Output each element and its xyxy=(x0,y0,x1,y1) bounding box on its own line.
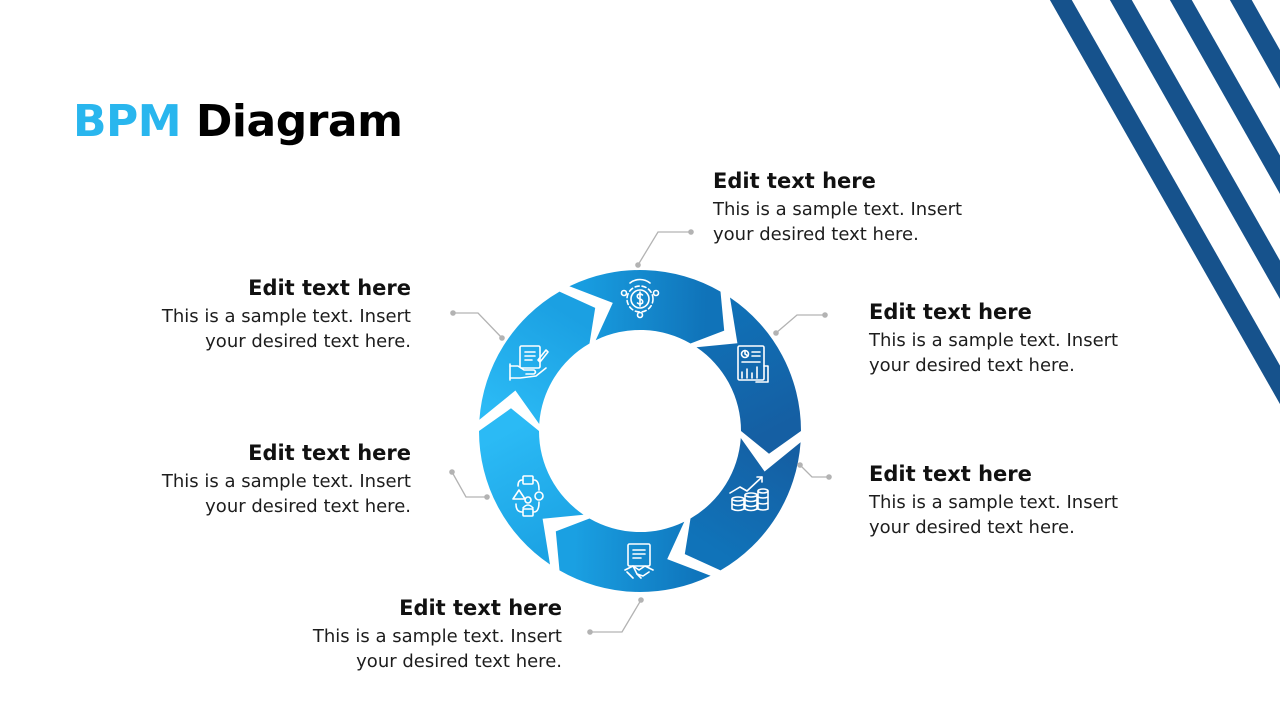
block-heading[interactable]: Edit text here xyxy=(248,441,411,465)
process-flow-icon xyxy=(512,475,544,517)
text-block-right-top: Edit text here This is a sample text. In… xyxy=(869,298,1229,378)
block-body-line: This is a sample text. Insert xyxy=(869,330,1119,351)
text-block-bottom: Edit text here This is a sample text. In… xyxy=(202,594,562,674)
block-heading[interactable]: Edit text here xyxy=(869,462,1032,486)
cycle-segments xyxy=(479,270,801,592)
stripe-2 xyxy=(1109,0,1280,300)
text-block-top: Edit text here This is a sample text. In… xyxy=(713,167,1073,247)
connector-dot xyxy=(484,494,490,500)
block-body[interactable]: This is a sample text. Insert your desir… xyxy=(51,469,411,519)
connector-dot xyxy=(773,330,779,336)
block-body-line: your desired text here. xyxy=(205,331,411,352)
cycle-segment-right-top xyxy=(696,297,801,454)
connector-dots xyxy=(449,229,832,635)
block-body[interactable]: This is a sample text. Insert your desir… xyxy=(869,328,1229,378)
stripe-4 xyxy=(1229,0,1280,89)
connector-dot xyxy=(635,262,641,268)
connector-right-top xyxy=(775,314,825,334)
growth-coins-icon xyxy=(729,476,769,512)
block-body-line: This is a sample text. Insert xyxy=(312,626,562,647)
block-body-line: This is a sample text. Insert xyxy=(869,492,1119,513)
cycle-segment-left-top xyxy=(479,291,596,424)
block-body-line: your desired text here. xyxy=(869,517,1075,538)
connector-dot xyxy=(822,312,828,318)
document-hand-icon xyxy=(509,345,549,381)
block-body[interactable]: This is a sample text. Insert your desir… xyxy=(51,304,411,354)
text-block-left-bottom: Edit text here This is a sample text. In… xyxy=(51,439,411,519)
connector-lines xyxy=(451,231,829,633)
block-heading[interactable]: Edit text here xyxy=(248,276,411,300)
block-body-line: your desired text here. xyxy=(356,651,562,672)
text-block-right-bottom: Edit text here This is a sample text. In… xyxy=(869,460,1229,540)
cycle-segment-bottom xyxy=(555,518,711,592)
connector-top xyxy=(637,231,691,266)
stripe-1 xyxy=(1049,0,1280,405)
cycle-segment-left-bottom xyxy=(479,408,584,565)
block-heading[interactable]: Edit text here xyxy=(399,596,562,620)
connector-right-bottom xyxy=(799,464,829,478)
connector-dot xyxy=(797,462,803,468)
connector-dot xyxy=(450,310,456,316)
title-accent: BPM xyxy=(73,96,182,147)
connector-dot xyxy=(587,629,593,635)
gear-dollar-icon xyxy=(620,278,660,319)
connector-dot xyxy=(688,229,694,235)
connector-left-bottom xyxy=(451,471,487,498)
block-body[interactable]: This is a sample text. Insert your desir… xyxy=(202,624,562,674)
connector-dot xyxy=(638,597,644,603)
connector-left-top xyxy=(453,312,503,339)
connector-dot xyxy=(499,335,505,341)
slide-title: BPM Diagram xyxy=(73,92,403,152)
block-body-line: This is a sample text. Insert xyxy=(161,471,411,492)
contract-handshake-icon xyxy=(624,543,654,579)
block-body-line: your desired text here. xyxy=(205,496,411,517)
report-chart-icon xyxy=(737,345,769,383)
text-block-left-top: Edit text here This is a sample text. In… xyxy=(51,274,411,354)
block-body-line: This is a sample text. Insert xyxy=(161,306,411,327)
title-rest: Diagram xyxy=(181,96,403,147)
cycle-segment-top xyxy=(569,270,725,344)
block-heading[interactable]: Edit text here xyxy=(869,300,1032,324)
block-heading[interactable]: Edit text here xyxy=(713,169,876,193)
block-body-line: your desired text here. xyxy=(713,224,919,245)
connector-dot xyxy=(826,474,832,480)
block-body[interactable]: This is a sample text. Insert your desir… xyxy=(869,490,1229,540)
block-body-line: This is a sample text. Insert xyxy=(713,199,963,220)
connector-dot xyxy=(449,469,455,475)
block-body-line: your desired text here. xyxy=(869,355,1075,376)
connector-bottom xyxy=(590,599,642,633)
block-body[interactable]: This is a sample text. Insert your desir… xyxy=(713,197,1073,247)
